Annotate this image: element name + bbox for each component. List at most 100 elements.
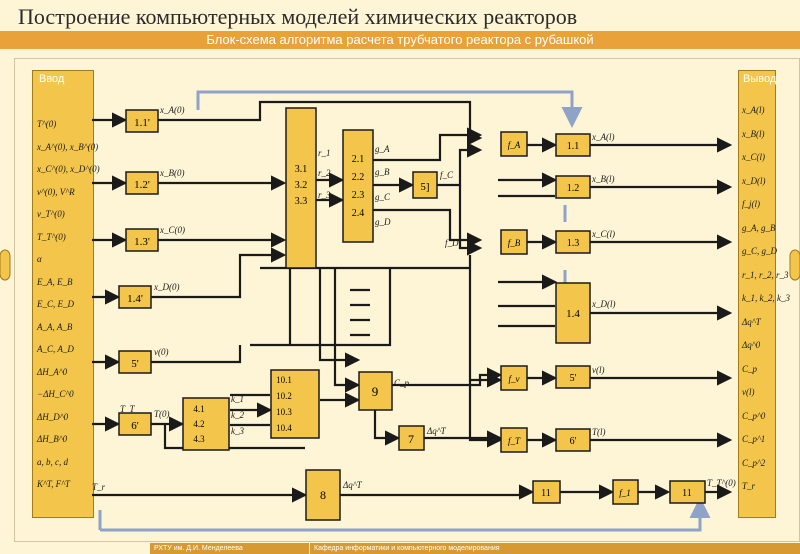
label-fd: f_D [445,238,459,248]
block-r1-2-label: 1.2 [567,183,580,194]
block-ft-label: f_T [508,436,521,446]
block-fb-label: f_B [508,238,521,248]
block-8: 8 [305,469,341,521]
input-variable-item: ΔH_B^0 [37,434,68,444]
label-vl: v(l) [592,365,605,375]
label-tr: T_r [92,482,106,492]
output-variable-item: r_1, r_2, r_3 [742,269,789,280]
label-xa0: x_A(0) [159,105,185,115]
variable-labels: x_A(0) x_B(0) x_C(0) x_D(0) v(0) T(0) x_… [92,105,736,492]
block-2-label-4: 2.4 [352,208,365,219]
block-4-label-3: 4.3 [193,434,205,444]
label-r2: r_2 [318,168,331,178]
signal-lines [92,100,733,503]
output-panel: Вывод x_A(l)x_B(l)x_C(l)x_D(l)f_j(l)g_A,… [738,70,790,518]
label-dqt: Δq^T [426,426,447,436]
block-r6-label: 6' [570,436,577,447]
block-7-label: 7 [408,432,414,446]
output-variable-item: x_C(l) [742,152,765,162]
label-gb: g_B [375,167,390,177]
input-variable-item: ΔH_A^0 [37,366,68,377]
input-variable-item: T_T^(0) [37,231,66,242]
diagram-subtitle: Блок-схема алгоритма расчета трубчатого … [0,31,800,49]
input-variable-item: K^T, F^T [37,479,70,489]
label-cp: C_p [394,378,410,388]
block-10-label-4: 10.4 [276,423,292,433]
block-3-label-3: 3.3 [295,196,308,207]
block-1-3p: 1.3' [125,228,159,252]
block-ft: f_T [500,427,528,453]
block-1-1p: 1.1' [125,109,159,133]
input-variable-item: T^(0) [37,119,57,129]
block-fa-label: f_A [508,140,521,150]
label-xd0: x_D(0) [153,282,180,292]
label-gd: g_D [375,217,391,227]
label-k3: k_3 [231,426,244,436]
output-variable-item: g_C, g_D [742,246,778,256]
block-fv: f_v [500,365,528,391]
label-fc: f_C [440,170,454,180]
label-xc0: x_C(0) [159,225,185,235]
block-r1-2: 1.2 [555,175,591,199]
block-f1: f_1 [612,479,639,505]
block-r1-4: 1.4 [555,282,591,344]
output-variable-item: v(l) [742,387,755,397]
input-variable-item: −ΔH_C^0 [37,389,74,399]
block-4-label-1: 4.1 [193,404,204,414]
block-9: 9 [358,371,393,411]
output-variable-item: f_j(l) [742,199,760,209]
block-1-4p-label: 1.4' [127,293,143,305]
input-variable-item: x_A^(0), x_B^(0) [37,141,99,152]
label-t0: T(0) [154,409,170,419]
label-r1: r_1 [318,148,331,158]
output-variable-item: x_B(l) [742,128,765,139]
block-6p-label: 6' [131,420,139,432]
label-tr0: T_T^(0) [707,478,736,488]
block-r1-4-label: 1.4 [566,308,580,320]
label-k1: k_1 [231,394,244,404]
block-11b: 11 [669,480,706,504]
block-1-4p: 1.4' [118,285,152,309]
feedback-lines [98,90,711,532]
label-k2: k_2 [231,410,244,420]
output-variable-item: g_A, g_B [742,222,776,233]
input-variable-item: ΔH_D^0 [37,411,69,422]
label-v0: v(0) [154,347,169,357]
block-fb: f_B [500,229,528,255]
output-variable-item: C_p^0 [742,410,766,421]
block-r6: 6' [555,428,591,452]
block-f1-label: f_1 [619,488,631,498]
input-variable-item: E_A, E_B [37,276,73,287]
label-ga: g_A [375,144,390,154]
block-fa: f_A [500,131,528,157]
output-variable-item: C_p^2 [742,457,766,468]
block-10: 10.1 10.2 10.3 10.4 [270,369,320,439]
block-5p: 5' [118,350,152,374]
block-10-label-2: 10.2 [276,391,292,401]
block-r1-3-label: 1.3 [567,238,580,249]
label-xdl: x_D(l) [591,299,616,309]
left-connector-tab [0,249,11,281]
block-11b-label: 11 [682,488,692,499]
block-1-2p: 1.2' [125,171,159,195]
block-r1-1: 1.1 [555,133,591,157]
label-xcl: x_C(l) [591,229,615,239]
block-r5: 5' [555,365,591,389]
block-4-label-2: 4.2 [193,419,204,429]
block-10-label-1: 10.1 [276,375,292,385]
block-1-3p-label: 1.3' [134,236,150,248]
block-9-label: 9 [372,384,379,399]
block-8-label: 8 [320,488,326,502]
output-variable-item: x_D(l) [742,175,766,186]
input-panel-label: Ввод [39,73,65,85]
block-r1-3: 1.3 [555,230,591,254]
label-tt: T_T [120,404,136,414]
label-xb0: x_B(0) [159,168,185,178]
label-dqt2: Δq^T [342,480,363,490]
output-variable-item: T_r [742,481,756,491]
input-variable-item: A_C, A_D [37,344,74,354]
input-variable-item: x_C^(0), x_D^(0) [37,164,100,174]
block-2-label-1: 2.1 [352,154,365,165]
footer-left: РХТУ им. Д.И. Менделеева [150,543,309,554]
